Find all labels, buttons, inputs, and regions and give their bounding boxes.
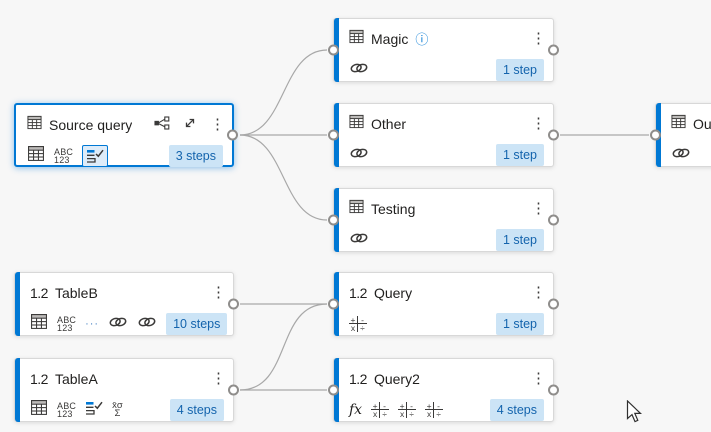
steps-badge[interactable]: 4 steps xyxy=(169,399,224,421)
math-operation-icon[interactable]: +-x÷ xyxy=(349,316,367,332)
current-step-box[interactable] xyxy=(82,145,109,167)
steps-badge[interactable]: 4 steps xyxy=(489,399,544,421)
link-icon[interactable] xyxy=(349,231,369,250)
output-port[interactable] xyxy=(548,129,559,141)
node-title: Outp xyxy=(693,116,711,132)
hidden-steps-icon[interactable]: ··· xyxy=(85,318,100,330)
input-port[interactable] xyxy=(328,298,339,310)
output-port[interactable] xyxy=(227,129,238,141)
decimal-type-icon: 1.2 xyxy=(349,371,367,387)
output-port[interactable] xyxy=(228,384,239,396)
output-port[interactable] xyxy=(548,214,559,226)
steps-badge[interactable]: 3 steps xyxy=(168,145,223,167)
decimal-type-icon: 1.2 xyxy=(30,285,48,301)
node-menu-button[interactable]: ⋮ xyxy=(211,370,226,387)
query-node-other[interactable]: Other ⋮ 1 step xyxy=(328,103,559,167)
link-icon[interactable] xyxy=(349,146,369,165)
node-menu-button[interactable]: ⋮ xyxy=(531,30,546,47)
node-menu-button[interactable]: ⋮ xyxy=(210,116,225,133)
decimal-type-icon: 1.2 xyxy=(349,285,367,301)
query-node-testing[interactable]: Testing ⋮ 1 step xyxy=(328,188,559,252)
steps-badge[interactable]: 1 step xyxy=(495,229,544,251)
input-port[interactable] xyxy=(328,129,339,141)
accent-bar xyxy=(15,272,20,336)
node-title: Testing xyxy=(371,201,416,217)
steps-badge[interactable]: 1 step xyxy=(495,144,544,166)
edge-source-to-magic xyxy=(239,49,328,136)
step-table-icon[interactable] xyxy=(30,313,48,335)
query-node-query2[interactable]: 1.2 Query2 ⋮ fx +-x÷ +-x÷ +-x÷ 4 steps xyxy=(328,358,559,422)
node-title: TableA xyxy=(54,371,98,387)
mouse-cursor xyxy=(626,400,642,423)
accent-bar xyxy=(15,358,20,422)
input-port[interactable] xyxy=(328,214,339,226)
math-operation-icon[interactable]: +-x÷ xyxy=(371,402,390,418)
query-node-query[interactable]: 1.2 Query ⋮ +-x÷ 1 step xyxy=(328,272,559,336)
node-title: Query xyxy=(373,285,413,301)
link-icon[interactable] xyxy=(349,61,369,80)
query-node-magic[interactable]: Magic ⓘ ⋮ 1 step xyxy=(328,18,559,82)
steps-badge[interactable]: 1 step xyxy=(495,313,544,335)
node-title: Magic xyxy=(371,31,409,47)
edge-tablea-to-query xyxy=(239,303,328,391)
output-port[interactable] xyxy=(228,298,239,310)
custom-function-icon[interactable]: fx xyxy=(349,402,363,418)
step-table-icon[interactable] xyxy=(27,145,45,167)
table-icon xyxy=(27,115,42,135)
step-table-icon[interactable] xyxy=(30,399,48,421)
edge-source-to-testing xyxy=(239,134,328,221)
steps-badge[interactable]: 10 steps xyxy=(166,313,228,335)
input-port[interactable] xyxy=(650,129,661,141)
input-port[interactable] xyxy=(328,44,339,56)
steps-badge[interactable]: 1 step xyxy=(495,59,544,81)
table-icon xyxy=(349,199,364,219)
math-operation-icon[interactable]: +-x÷ xyxy=(398,402,417,418)
decimal-type-icon: 1.2 xyxy=(30,371,48,387)
output-port[interactable] xyxy=(548,298,559,310)
node-menu-button[interactable]: ⋮ xyxy=(211,284,226,301)
link-icon[interactable] xyxy=(671,146,691,165)
node-menu-button[interactable]: ⋮ xyxy=(531,370,546,387)
expand-icon[interactable] xyxy=(183,116,197,135)
view-dependencies-icon[interactable] xyxy=(154,115,170,135)
node-title: Query2 xyxy=(373,371,420,387)
node-title: TableB xyxy=(54,285,98,301)
link-icon[interactable] xyxy=(108,315,128,334)
node-menu-button[interactable]: ⋮ xyxy=(531,200,546,217)
table-icon xyxy=(349,29,364,49)
node-title: Source query xyxy=(49,117,133,133)
rows-check-icon[interactable] xyxy=(85,400,103,421)
table-icon xyxy=(671,114,686,134)
math-operation-icon[interactable]: +-x÷ xyxy=(425,402,444,418)
rows-check-icon xyxy=(87,149,104,163)
input-port[interactable] xyxy=(328,384,339,396)
table-icon xyxy=(349,114,364,134)
info-icon[interactable]: ⓘ xyxy=(415,31,429,47)
node-menu-button[interactable]: ⋮ xyxy=(531,284,546,301)
node-menu-button[interactable]: ⋮ xyxy=(531,115,546,132)
query-node-output[interactable]: Outp xyxy=(650,103,711,167)
node-title: Other xyxy=(371,116,407,132)
output-port[interactable] xyxy=(548,384,559,396)
link-icon[interactable] xyxy=(137,315,157,334)
output-port[interactable] xyxy=(548,44,559,56)
